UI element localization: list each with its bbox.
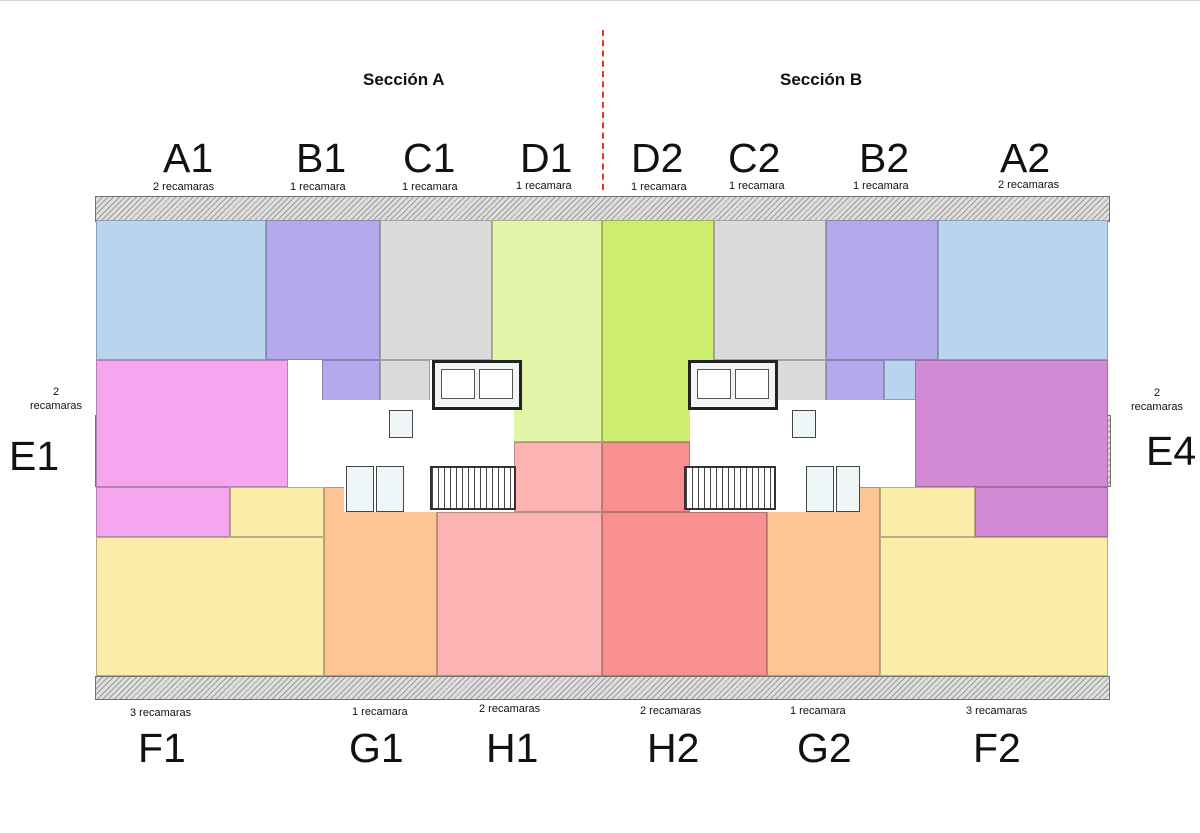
bottom-terrace-strip: [95, 676, 1110, 700]
unit-rooms-c1: 1 recamara: [402, 181, 458, 193]
unit-f2-area[interactable]: [880, 537, 1108, 676]
top-terrace-strip: [95, 196, 1110, 222]
unit-code-e4: E4: [1146, 428, 1197, 474]
unit-rooms-h1: 2 recamaras: [479, 703, 541, 715]
service-shaft: [389, 410, 413, 438]
unit-b1-area[interactable]: [266, 220, 380, 360]
service-shaft: [836, 466, 860, 512]
unit-code-a1: A1: [163, 135, 214, 181]
unit-code-c2: C2: [728, 135, 781, 181]
unit-e4-area[interactable]: [915, 360, 1108, 487]
unit-code-d1: D1: [520, 135, 573, 181]
unit-code-e1: E1: [9, 433, 60, 479]
service-shaft: [346, 466, 374, 512]
unit-g2-area[interactable]: [767, 487, 880, 676]
stairs-section-a: [430, 466, 516, 510]
unit-rooms-f1: 3 recamaras: [130, 707, 192, 719]
stairs-section-b: [684, 466, 776, 510]
unit-rooms-g2: 1 recamara: [790, 705, 846, 717]
unit-code-b2: B2: [859, 135, 910, 181]
unit-a2-area[interactable]: [938, 220, 1108, 360]
unit-code-a2: A2: [1000, 135, 1051, 181]
section-divider-line: [602, 30, 604, 190]
unit-code-b1: B1: [296, 135, 347, 181]
unit-code-d2: D2: [631, 135, 684, 181]
unit-rooms-a1: 2 recamaras: [153, 181, 215, 193]
elevator-bank-b: [688, 360, 778, 410]
elevator-cab: [441, 369, 475, 399]
unit-f1-area[interactable]: [96, 537, 324, 676]
section-a-title: Sección A: [363, 70, 445, 89]
unit-code-g1: G1: [349, 725, 404, 771]
unit-h2-area[interactable]: [602, 512, 767, 676]
unit-code-c1: C1: [403, 135, 456, 181]
elevator-cab: [697, 369, 731, 399]
section-b-title: Sección B: [780, 70, 863, 89]
unit-h1-area-extension[interactable]: [514, 442, 602, 512]
elevator-cab: [735, 369, 769, 399]
elevator-bank-a: [432, 360, 522, 410]
unit-rooms-c2: 1 recamara: [729, 180, 785, 192]
unit-rooms-f2: 3 recamaras: [966, 705, 1028, 717]
unit-rooms-h2: 2 recamaras: [640, 705, 702, 717]
unit-g1-area[interactable]: [324, 487, 437, 676]
elevator-cab: [479, 369, 513, 399]
unit-rooms-d1: 1 recamara: [516, 180, 572, 192]
unit-f1-area-extension[interactable]: [230, 487, 324, 537]
unit-f2-area-extension[interactable]: [880, 487, 975, 537]
unit-e1-area-extension[interactable]: [96, 487, 230, 537]
unit-code-h1: H1: [486, 725, 539, 771]
unit-rooms-g1: 1 recamara: [352, 706, 408, 718]
unit-c1-area[interactable]: [380, 220, 492, 360]
service-shaft: [792, 410, 816, 438]
unit-rooms-b2: 1 recamara: [853, 180, 909, 192]
top-border-line: [0, 0, 1200, 1]
unit-c2-area[interactable]: [714, 220, 826, 360]
unit-rooms-d2: 1 recamara: [631, 181, 687, 193]
unit-code-f1: F1: [138, 725, 186, 771]
unit-code-h2: H2: [647, 725, 700, 771]
unit-b2-area[interactable]: [826, 220, 938, 360]
unit-h2-area-extension[interactable]: [602, 442, 690, 512]
unit-rooms-a2: 2 recamaras: [998, 179, 1060, 191]
unit-e4-area-extension[interactable]: [975, 487, 1108, 537]
unit-code-f2: F2: [973, 725, 1021, 771]
unit-e1-area[interactable]: [96, 360, 288, 487]
unit-rooms-b1: 1 recamara: [290, 181, 346, 193]
unit-code-g2: G2: [797, 725, 852, 771]
service-shaft: [806, 466, 834, 512]
unit-h1-area[interactable]: [437, 512, 602, 676]
service-shaft: [376, 466, 404, 512]
unit-a1-area[interactable]: [96, 220, 266, 360]
